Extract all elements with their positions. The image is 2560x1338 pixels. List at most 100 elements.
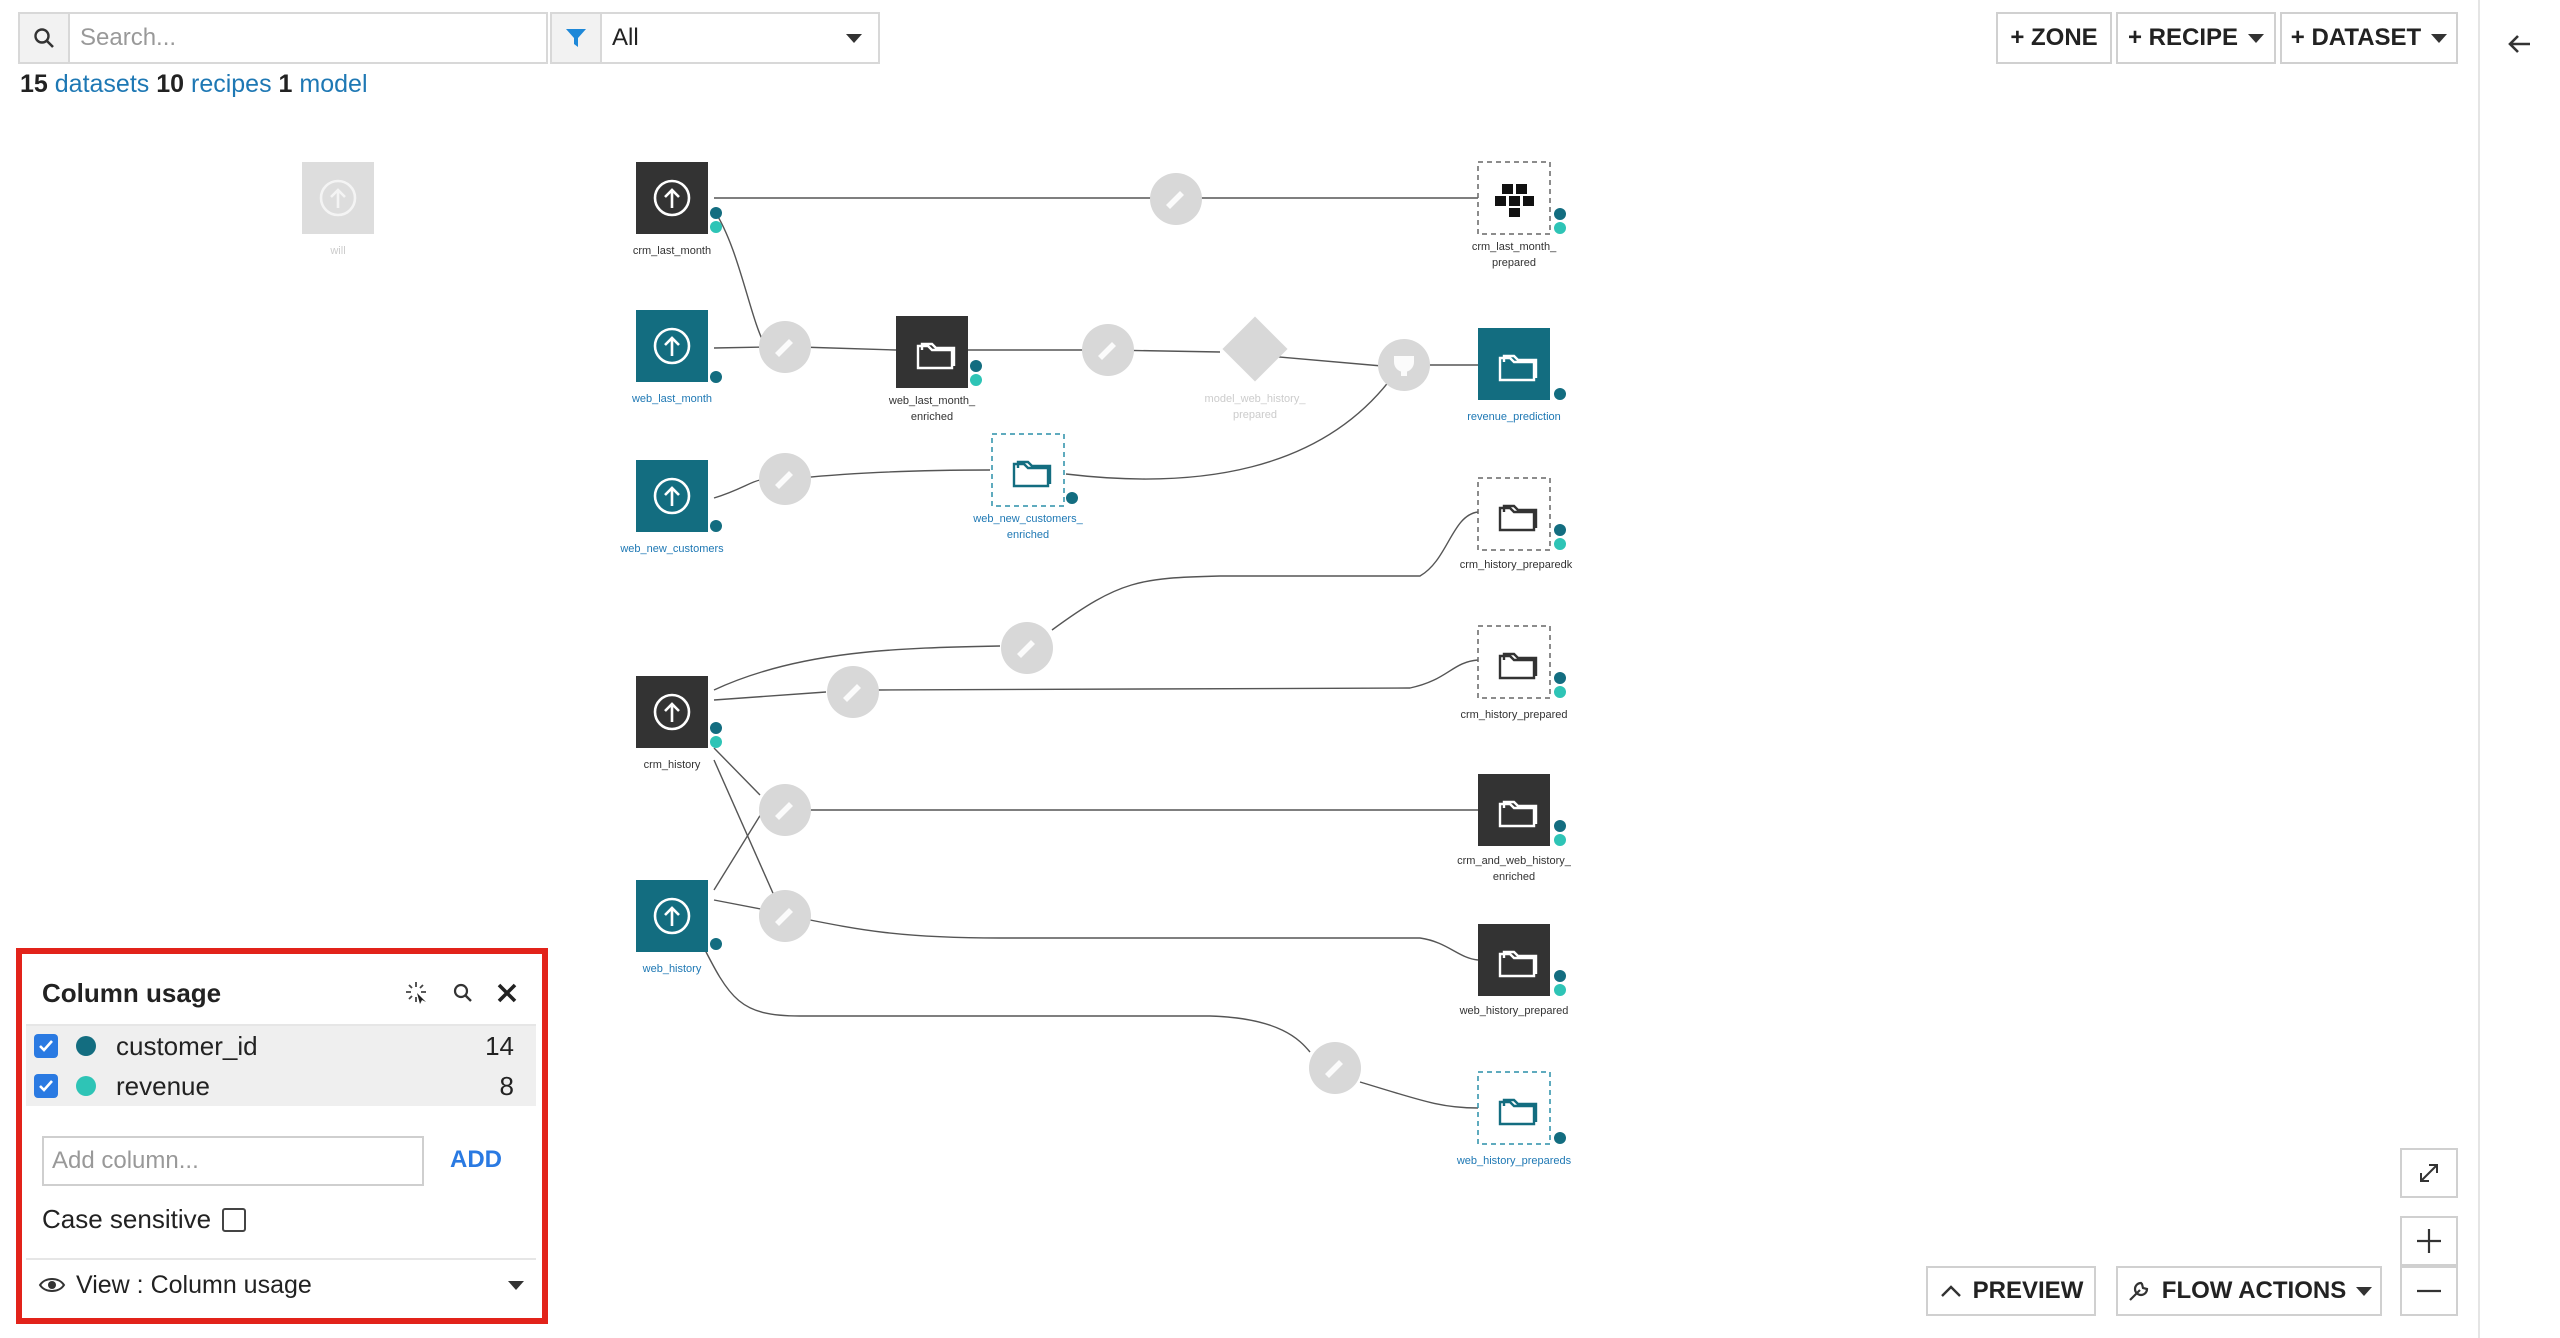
magic-wand-icon[interactable]	[404, 980, 430, 1011]
node-label-will: will	[329, 245, 345, 257]
node-label-web-history-prepareds: web_history_prepareds	[1456, 1155, 1572, 1167]
add-dataset-button[interactable]: + DATASET	[2280, 12, 2458, 64]
models-link[interactable]: model	[299, 70, 368, 98]
plus-icon	[2417, 1229, 2441, 1253]
column-usage-dots	[710, 207, 1566, 1144]
edge	[1359, 1081, 1479, 1109]
node-label-web-new-customers-enriched-1: web_new_customers_	[972, 513, 1083, 525]
edge	[713, 645, 1001, 691]
eye-icon	[38, 1278, 66, 1292]
node-label-web-last-month-enriched-2: enriched	[911, 411, 953, 423]
edge	[799, 917, 1479, 961]
dataset-web-history-prepareds-folder-icon[interactable]	[1477, 1071, 1551, 1145]
fullscreen-button[interactable]	[2400, 1148, 2458, 1198]
edge	[713, 691, 827, 701]
dataset-web-history-prepared-folder-icon[interactable]	[1478, 924, 1550, 996]
node-label-model-web-history-prepared-1: model_web_history_	[1205, 393, 1307, 405]
case-sensitive-label: Case sensitive	[42, 1204, 212, 1234]
preview-button[interactable]: PREVIEW	[1926, 1266, 2096, 1316]
recipes-count: 10	[156, 70, 185, 98]
preview-label: PREVIEW	[1972, 1277, 2084, 1304]
dataset-web-last-month-enriched-folder-icon[interactable]	[896, 316, 968, 388]
search-icon	[20, 14, 70, 62]
node-label-crm-last-month-prepared-2: prepared	[1492, 257, 1536, 269]
column-count: 14	[485, 1030, 514, 1061]
add-column-input[interactable]	[42, 1136, 424, 1186]
edge	[1065, 379, 1391, 480]
node-label-crm-last-month-prepared-1: crm_last_month_	[1472, 241, 1557, 253]
flow-edges	[699, 197, 1479, 1109]
node-label-model-web-history-prepared-2: prepared	[1233, 409, 1277, 421]
case-sensitive-checkbox[interactable]	[222, 1208, 246, 1232]
divider	[26, 1258, 536, 1260]
dataset-nodes[interactable]	[302, 161, 1551, 1145]
edge	[713, 346, 767, 349]
node-label-web-history: web_history	[642, 963, 702, 975]
filter-dropdown[interactable]: All	[550, 12, 880, 64]
chevron-down-icon	[2248, 33, 2265, 43]
add-recipe-button[interactable]: + RECIPE	[2116, 12, 2276, 64]
wrench-icon	[2129, 1281, 2148, 1301]
minus-icon	[2417, 1289, 2441, 1293]
node-label-web-new-customers-enriched-2: enriched	[1007, 529, 1049, 541]
datasets-link[interactable]: datasets	[54, 70, 150, 98]
boxes-glyph	[1495, 184, 1534, 217]
add-zone-button[interactable]: + ZONE	[1996, 12, 2112, 64]
filter-value: All	[612, 24, 639, 51]
edge	[699, 939, 1311, 1053]
node-label-crm-and-web-history-enriched-2: enriched	[1493, 871, 1535, 883]
view-selector[interactable]: View : Column usage	[26, 1262, 536, 1308]
add-dataset-label: + DATASET	[2290, 24, 2422, 51]
dataset-crm-history-prepared-folder-icon[interactable]	[1477, 625, 1551, 699]
node-label-web-history-prepared: web_history_prepared	[1459, 1005, 1569, 1017]
edge	[713, 747, 761, 796]
dataset-web-new-customers-enriched-folder-icon[interactable]	[991, 433, 1065, 507]
node-label-crm-last-month: crm_last_month	[633, 245, 711, 257]
column-color-dot	[76, 1036, 96, 1056]
chevron-down-icon	[2431, 33, 2448, 43]
dataset-crm-and-web-history-enriched-folder-icon[interactable]	[1478, 774, 1550, 846]
column-row-customer-id[interactable]: customer_id 14	[26, 1026, 536, 1066]
node-label-crm-and-web-history-enriched-1: crm_and_web_history_	[1457, 855, 1572, 867]
node-label-web-new-customers: web_new_customers	[619, 543, 724, 555]
recipe-nodes[interactable]	[759, 173, 1430, 1094]
filter-icon	[552, 14, 602, 62]
column-color-dot	[76, 1076, 96, 1096]
column-count: 8	[499, 1070, 514, 1101]
close-icon[interactable]	[496, 982, 518, 1009]
flow-counts: 15 datasets 10 recipes 1 model	[20, 70, 368, 99]
models-count: 1	[278, 70, 293, 98]
search-input[interactable]	[70, 14, 546, 62]
edge	[713, 759, 777, 901]
add-column-button[interactable]: ADD	[450, 1146, 502, 1173]
recipes-link[interactable]: recipes	[191, 70, 272, 98]
column-checkbox[interactable]	[34, 1034, 58, 1058]
node-label-revenue-prediction: revenue_prediction	[1467, 411, 1561, 423]
model-node[interactable]	[1222, 316, 1288, 382]
add-recipe-label: + RECIPE	[2127, 24, 2239, 51]
chevron-down-icon	[2356, 1286, 2373, 1296]
column-row-revenue[interactable]: revenue 8	[26, 1066, 536, 1106]
panel-actions	[404, 980, 518, 1011]
dataset-crm-history-preparedk-folder-icon[interactable]	[1477, 477, 1551, 551]
right-side-panel	[2478, 0, 2560, 1338]
search-box[interactable]	[18, 12, 548, 64]
column-name: revenue	[116, 1070, 210, 1101]
expand-icon	[2420, 1164, 2438, 1182]
column-checkbox[interactable]	[34, 1074, 58, 1098]
folder-glyphs	[916, 342, 1538, 1126]
chevron-down-icon	[508, 1280, 524, 1290]
edge	[713, 479, 761, 499]
node-label-web-last-month-enriched-1: web_last_month_	[888, 395, 976, 407]
zoom-in-button[interactable]	[2400, 1216, 2458, 1266]
back-arrow-icon[interactable]	[2500, 24, 2540, 64]
flow-actions-button[interactable]: FLOW ACTIONS	[2116, 1266, 2382, 1316]
zoom-out-button[interactable]	[2400, 1266, 2458, 1316]
search-icon[interactable]	[452, 982, 474, 1009]
datasets-count: 15	[20, 70, 48, 98]
node-label-crm-history: crm_history	[644, 759, 701, 771]
model-icon[interactable]	[1222, 316, 1288, 382]
flow-actions-label: FLOW ACTIONS	[2161, 1277, 2347, 1304]
dataset-revenue-prediction-folder-icon[interactable]	[1478, 328, 1550, 400]
